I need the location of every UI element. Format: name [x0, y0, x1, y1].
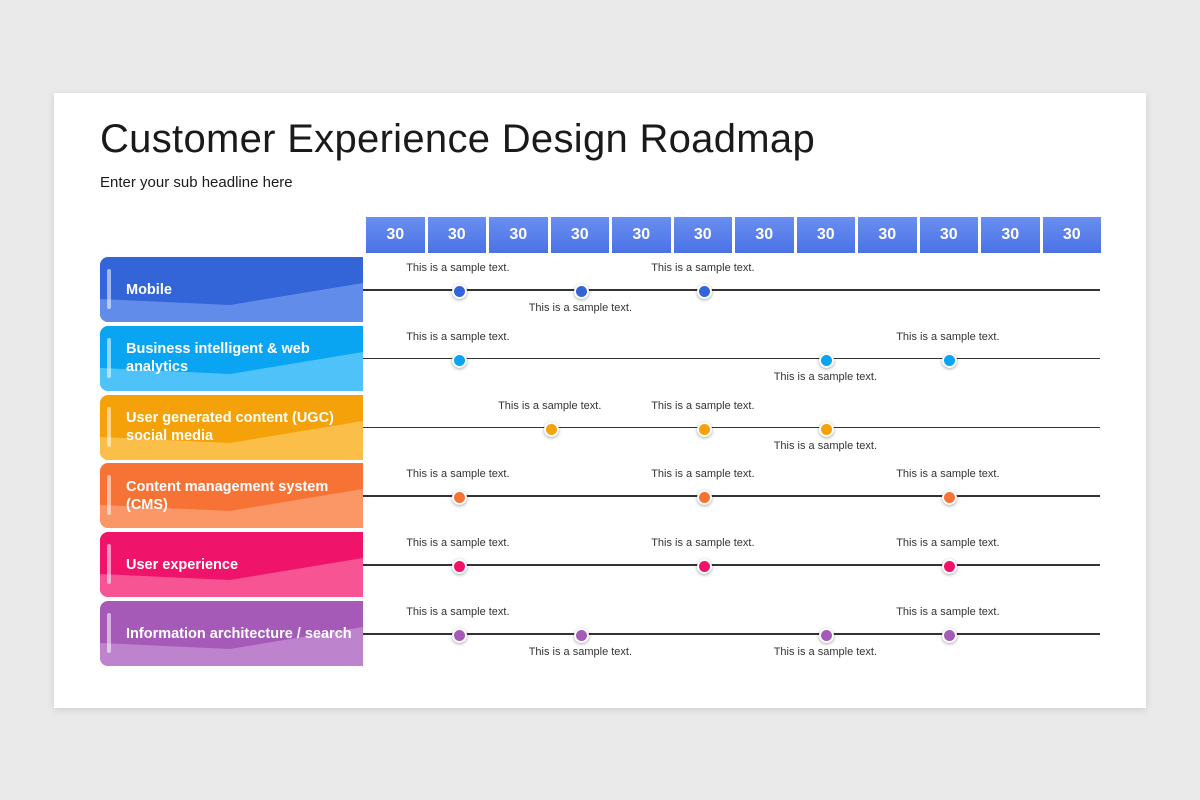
- timeline-header-cell: 30: [1042, 217, 1101, 253]
- row-label-accent: [107, 269, 111, 309]
- timeline-header-cell: 30: [673, 217, 732, 253]
- row-label: Mobile: [126, 281, 172, 298]
- timeline-header-cell: 30: [735, 217, 794, 253]
- timeline-line: [363, 289, 1100, 291]
- milestone-text: This is a sample text.: [406, 468, 510, 481]
- row-label-background: [100, 532, 363, 598]
- milestone-dot: [543, 421, 559, 437]
- row-label: Information architecture / search: [126, 625, 352, 642]
- milestone-dot: [696, 284, 712, 299]
- row-label-block: Content management system (CMS): [100, 463, 363, 529]
- row-label-block: Business intelligent & web analytics: [100, 325, 363, 391]
- row-label-accent: [107, 337, 111, 378]
- milestone-dot: [451, 352, 467, 368]
- row-label-background: [100, 601, 363, 666]
- milestone-dot: [451, 490, 467, 506]
- milestone-dot: [696, 490, 712, 506]
- milestone-text: This is a sample text.: [528, 646, 633, 658]
- roadmap-row: User experience This is a sample text. Thi…: [100, 532, 1100, 598]
- row-label: Business intelligent & web analytics: [126, 341, 310, 376]
- milestone-text: This is a sample text.: [528, 302, 633, 314]
- timeline-line: [363, 357, 1100, 360]
- milestone-text: This is a sample text.: [773, 439, 878, 452]
- timeline-header-cell: 30: [427, 217, 486, 253]
- milestone-text: This is a sample text.: [896, 330, 1000, 343]
- milestone-text: This is a sample text.: [498, 399, 602, 412]
- milestone-dot: [574, 628, 590, 643]
- milestone-dot: [941, 352, 957, 368]
- timeline-header-cell: 30: [489, 217, 548, 253]
- timeline-header-cell: 30: [366, 217, 425, 253]
- milestone-text: This is a sample text.: [651, 537, 755, 550]
- timeline-header-cell: 30: [796, 217, 855, 253]
- timeline-line: [363, 426, 1100, 429]
- timeline-header-cell: 30: [981, 217, 1040, 253]
- timeline-line: [363, 633, 1100, 635]
- row-label-background: [100, 463, 363, 529]
- timeline-line: [363, 495, 1100, 497]
- row-label: User generated content (UGC) social medi…: [126, 410, 334, 445]
- milestone-dot: [941, 490, 957, 506]
- milestone-dot: [574, 284, 590, 299]
- milestone-dot: [451, 628, 467, 643]
- milestone-text: This is a sample text.: [896, 606, 1000, 618]
- milestone-text: This is a sample text.: [651, 262, 755, 274]
- timeline-header-cell: 30: [550, 217, 609, 253]
- milestone-dot: [941, 628, 957, 643]
- milestone-dot: [819, 628, 835, 643]
- slide: Customer Experience Design Roadmap Enter…: [54, 93, 1146, 708]
- milestone-dot: [941, 559, 957, 575]
- milestone-dot: [451, 284, 467, 299]
- timeline-line: [363, 564, 1100, 566]
- row-label-block: Information architecture / search: [100, 601, 363, 666]
- milestone-dot: [451, 559, 467, 575]
- milestone-text: This is a sample text.: [651, 399, 755, 412]
- timeline-header-cell: 30: [919, 217, 978, 253]
- row-label-accent: [107, 544, 111, 585]
- row-label-background: [100, 394, 363, 460]
- milestone-text: This is a sample text.: [406, 330, 510, 343]
- page-subtitle: Enter your sub headline here: [100, 174, 293, 191]
- milestone-text: This is a sample text.: [896, 468, 1000, 481]
- milestone-text: This is a sample text.: [406, 537, 510, 550]
- page-title: Customer Experience Design Roadmap: [100, 117, 815, 161]
- roadmap-row: Content management system (CMS) This is a…: [100, 463, 1100, 529]
- milestone-dot: [696, 421, 712, 437]
- milestone-text: This is a sample text.: [406, 262, 510, 274]
- roadmap-row: User generated content (UGC) social medi…: [100, 394, 1100, 460]
- milestone-dot: [819, 421, 835, 437]
- row-label-accent: [107, 406, 111, 447]
- milestone-text: This is a sample text.: [406, 606, 510, 618]
- row-label-accent: [107, 613, 111, 653]
- timeline-header-cell: 30: [858, 217, 917, 253]
- row-label-block: User generated content (UGC) social medi…: [100, 394, 363, 460]
- milestone-text: This is a sample text.: [773, 370, 878, 383]
- row-label: Content management system (CMS): [126, 478, 329, 513]
- row-label-background: [100, 325, 363, 391]
- row-label-block: User experience: [100, 532, 363, 598]
- milestone-text: This is a sample text.: [773, 646, 878, 658]
- row-label-block: Mobile: [100, 257, 363, 322]
- timeline-header-cell: 30: [612, 217, 671, 253]
- row-label-background: [100, 257, 363, 322]
- milestone-dot: [696, 559, 712, 575]
- milestone-dot: [819, 352, 835, 368]
- row-label-accent: [107, 475, 111, 516]
- milestone-text: This is a sample text.: [651, 468, 755, 481]
- row-label: User experience: [126, 556, 239, 573]
- milestone-text: This is a sample text.: [896, 537, 1000, 550]
